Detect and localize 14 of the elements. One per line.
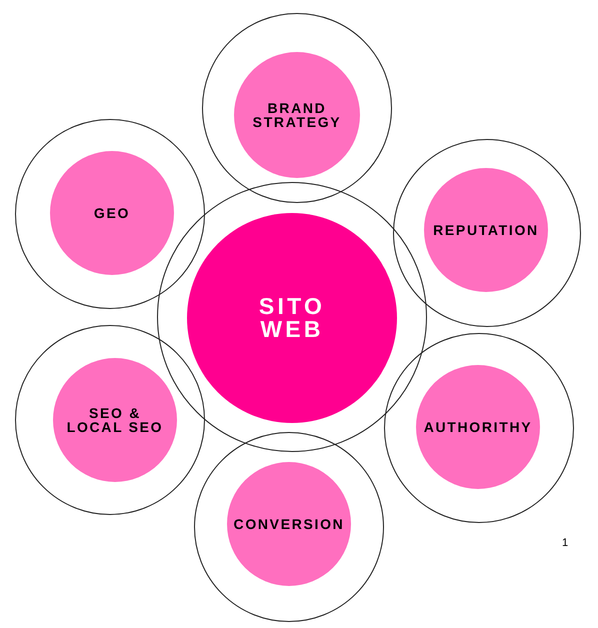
- topic-label: CONVERSION: [234, 517, 344, 531]
- outline-ring: [15, 325, 205, 515]
- outline-ring: [384, 333, 574, 523]
- topic-label: SEO & LOCAL SEO: [66, 406, 164, 434]
- topic-label: AUTHORITHY: [424, 420, 532, 434]
- page-number: 1: [562, 538, 568, 549]
- outline-ring: [393, 139, 581, 327]
- outline-ring: [15, 119, 205, 309]
- topic-label: GEO: [94, 206, 130, 220]
- topic-label: REPUTATION: [433, 223, 539, 237]
- outline-ring: [202, 13, 392, 203]
- topic-label: BRAND STRATEGY: [252, 101, 342, 129]
- outline-ring: [194, 432, 384, 622]
- core-label: SITO WEB: [258, 295, 326, 341]
